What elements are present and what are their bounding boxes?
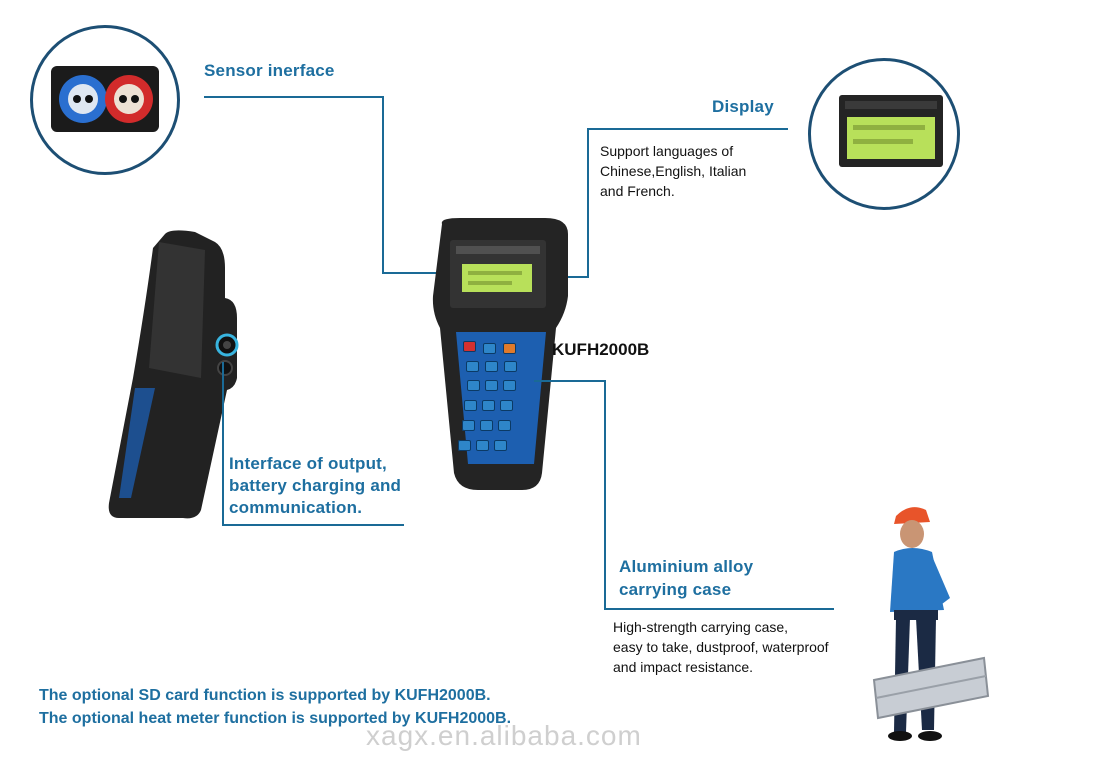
flowmeter-side-view	[108, 230, 239, 519]
display-desc-line: Support languages of	[600, 143, 734, 159]
keypad-key	[498, 420, 511, 431]
keypad-key	[464, 400, 477, 411]
model-label: KUFH2000B	[552, 340, 650, 359]
case-desc-line: easy to take, dustproof, waterproof	[613, 639, 829, 655]
display-desc-line: and French.	[600, 183, 675, 199]
interface-title-line: Interface of output,	[229, 454, 387, 473]
keypad-key	[480, 420, 493, 431]
case-callout-line-h1	[534, 380, 606, 382]
case-callout-line-h2	[604, 608, 834, 610]
case-desc-line: and impact resistance.	[613, 659, 754, 675]
keypad-key	[462, 420, 475, 431]
case-title-line: Aluminium alloy	[619, 557, 754, 576]
lcd-display-photo	[808, 58, 960, 210]
sensor-interface-title: Sensor inerface	[204, 61, 335, 80]
watermark: xagx.en.alibaba.com	[366, 720, 642, 751]
keypad-key-red	[463, 341, 476, 352]
keypad-key	[500, 400, 513, 411]
keypad-key-orange	[503, 343, 516, 354]
display-callout-line	[588, 128, 788, 130]
footer-notes: The optional SD card function is support…	[39, 684, 511, 730]
interface-title-line: battery charging and	[229, 476, 402, 495]
case-title-line: carrying case	[619, 580, 732, 599]
keypad-key	[485, 380, 498, 391]
worker-with-case-photo	[872, 507, 990, 741]
case-description: High-strength carrying case, easy to tak…	[613, 617, 829, 677]
keypad-key	[476, 440, 489, 451]
case-title: Aluminium alloy carrying case	[619, 555, 753, 601]
keypad-key	[494, 440, 507, 451]
sensor-callout-line	[204, 96, 384, 98]
keypad-key	[467, 380, 480, 391]
sensor-connector-photo	[30, 25, 180, 175]
display-callout-line-v	[587, 128, 589, 278]
interface-callout-line-h	[222, 524, 404, 526]
display-desc-line: Chinese,English, Italian	[600, 163, 747, 179]
display-title: Display	[712, 97, 774, 116]
keypad-key	[485, 361, 498, 372]
display-description: Support languages of Chinese,English, It…	[600, 141, 746, 201]
sensor-callout-line-v	[382, 96, 384, 274]
footer-note: The optional SD card function is support…	[39, 687, 491, 704]
case-desc-line: High-strength carrying case,	[613, 619, 789, 635]
keypad-key	[466, 361, 479, 372]
footer-note: The optional heat meter function is supp…	[39, 710, 512, 727]
interface-callout-line-v	[222, 362, 224, 526]
keypad-key	[503, 380, 516, 391]
interface-title-line: communication.	[229, 498, 363, 517]
keypad-key	[482, 400, 495, 411]
case-callout-line-v	[604, 380, 606, 610]
keypad-key	[483, 343, 496, 354]
interface-title: Interface of output, battery charging an…	[229, 453, 401, 519]
keypad-key	[458, 440, 471, 451]
sensor-callout-line-h	[382, 272, 440, 274]
keypad-key	[504, 361, 517, 372]
